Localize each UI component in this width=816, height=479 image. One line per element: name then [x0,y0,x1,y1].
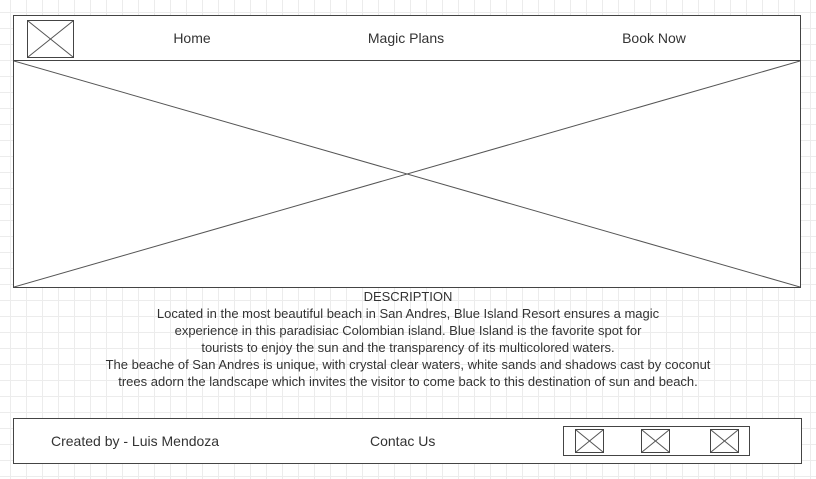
description-line: Located in the most beautiful beach in S… [156,306,660,321]
header [13,15,801,61]
description-line: trees adorn the landscape which invites … [118,374,698,389]
description-section: DESCRIPTION Located in the most beautifu… [60,288,756,390]
social-icon-1[interactable] [575,429,604,453]
social-icon-3[interactable] [710,429,739,453]
description-line: tourists to enjoy the sun and the transp… [201,340,615,355]
nav-home-link[interactable]: Home [173,30,211,46]
hero-image-placeholder-icon [13,60,801,288]
logo-placeholder-icon[interactable] [27,20,74,58]
contact-us-link[interactable]: Contac Us [370,433,436,449]
social-icon-2[interactable] [641,429,670,453]
description-line: experience in this paradisiac Colombian … [174,323,642,338]
nav-magic-plans-link[interactable]: Magic Plans [367,30,445,46]
nav-book-now-link[interactable]: Book Now [622,30,686,46]
social-icon-cross [711,430,738,452]
social-icon-cross [576,430,603,452]
logo-cross [28,21,73,57]
description-title: DESCRIPTION [363,289,453,304]
footer-credit: Created by - Luis Mendoza [51,433,220,449]
social-icon-cross [642,430,669,452]
description-line: The beache of San Andres is unique, with… [105,357,711,372]
hero-cross [14,61,800,287]
